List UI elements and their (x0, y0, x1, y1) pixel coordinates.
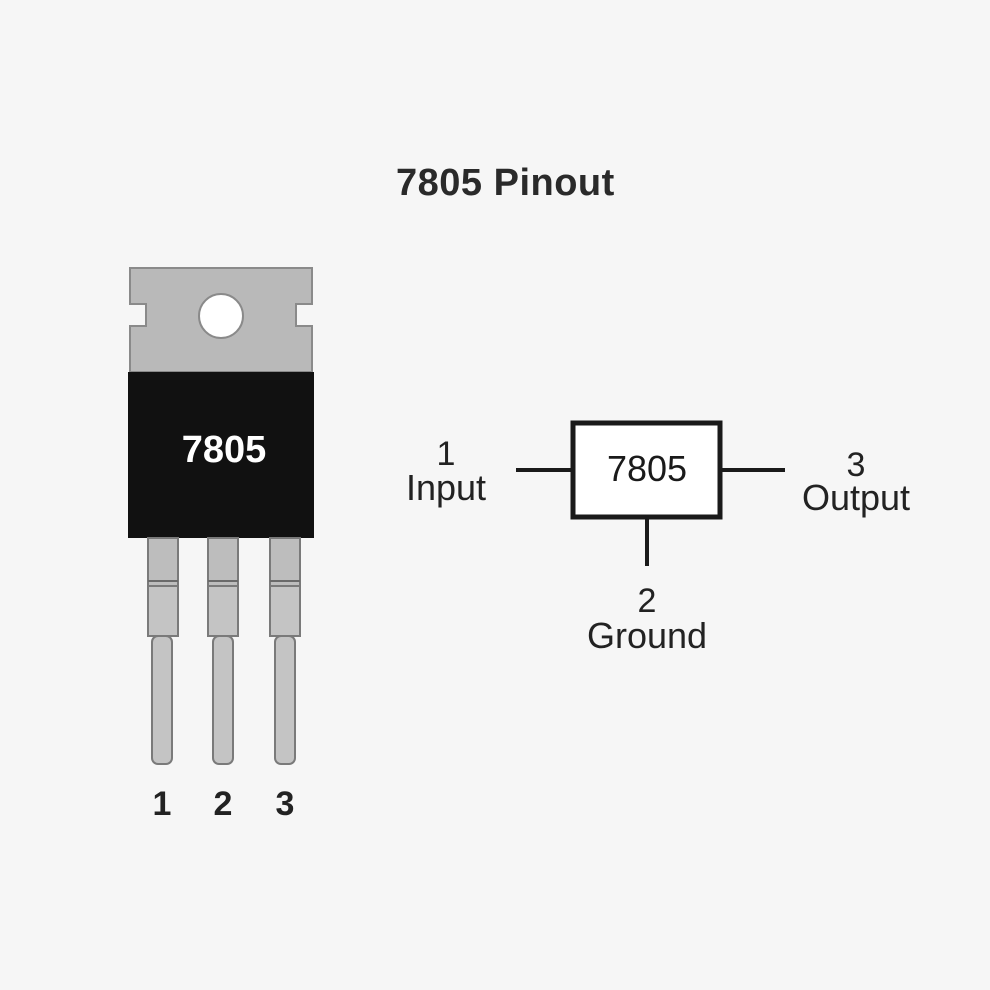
package-body (128, 372, 314, 538)
to220-package: 7805 1 2 3 (128, 267, 314, 823)
output-pin-name: Output (802, 477, 910, 518)
package-body-label: 7805 (182, 429, 267, 471)
pin-number-3: 3 (276, 785, 295, 823)
mounting-hole (198, 293, 244, 339)
lead-2 (207, 537, 239, 765)
regulator-block-label: 7805 (607, 448, 687, 489)
schematic-symbol: 7805 1 Input 3 Output 2 Ground (406, 420, 910, 656)
lead-3 (269, 537, 301, 765)
pin-number-2: 2 (214, 785, 233, 823)
pin-number-1: 1 (153, 785, 172, 823)
ground-pin-number: 2 (638, 582, 657, 620)
input-pin-name: Input (406, 467, 486, 508)
input-pin-number: 1 (437, 435, 456, 473)
lead-1 (147, 537, 179, 765)
ground-pin-name: Ground (587, 615, 707, 656)
diagram-title: 7805 Pinout (396, 162, 615, 204)
output-pin-number: 3 (847, 446, 866, 484)
